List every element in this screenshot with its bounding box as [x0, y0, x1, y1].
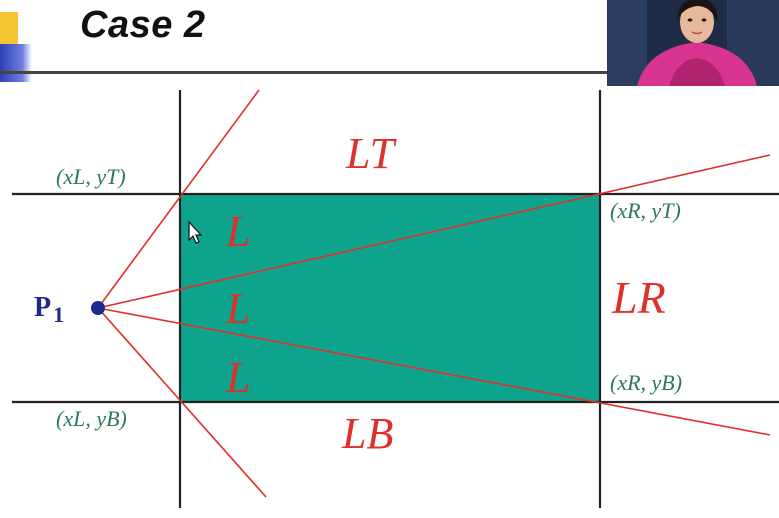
coord-bottom-left: (xL, yB) [56, 406, 127, 431]
presenter-image [607, 0, 779, 86]
ray-upper-left [97, 89, 260, 309]
accent-bar-blue [0, 44, 32, 82]
coord-top-left: (xL, yT) [56, 164, 126, 189]
point-p1-label: P1 [34, 292, 64, 327]
region-label-lb: LB [341, 409, 393, 458]
clip-window [180, 194, 600, 402]
rays [97, 89, 771, 498]
slide-title: Case 2 [80, 4, 206, 46]
coord-top-right: (xR, yT) [610, 198, 681, 223]
mouse-cursor-icon [188, 220, 203, 244]
region-label-lr: LR [611, 272, 666, 323]
boundary-lines [12, 90, 779, 508]
point-p1 [91, 301, 105, 315]
header-divider [0, 71, 610, 74]
region-label-lt: LT [345, 129, 398, 178]
region-label-l-upper: L [225, 207, 250, 256]
accent-bar-yellow [0, 12, 18, 44]
ray-bottom-right [97, 307, 771, 436]
presenter-video [607, 0, 779, 86]
coord-bottom-right: (xR, yB) [610, 370, 682, 395]
ray-lower-left [97, 307, 267, 498]
ray-top-right [97, 154, 771, 309]
clipping-diagram: P1 LT LB LR L L L (xL, yT) (xL, yB) (xR,… [12, 89, 779, 508]
region-label-l-middle: L [225, 284, 250, 333]
region-label-l-lower: L [225, 353, 250, 402]
